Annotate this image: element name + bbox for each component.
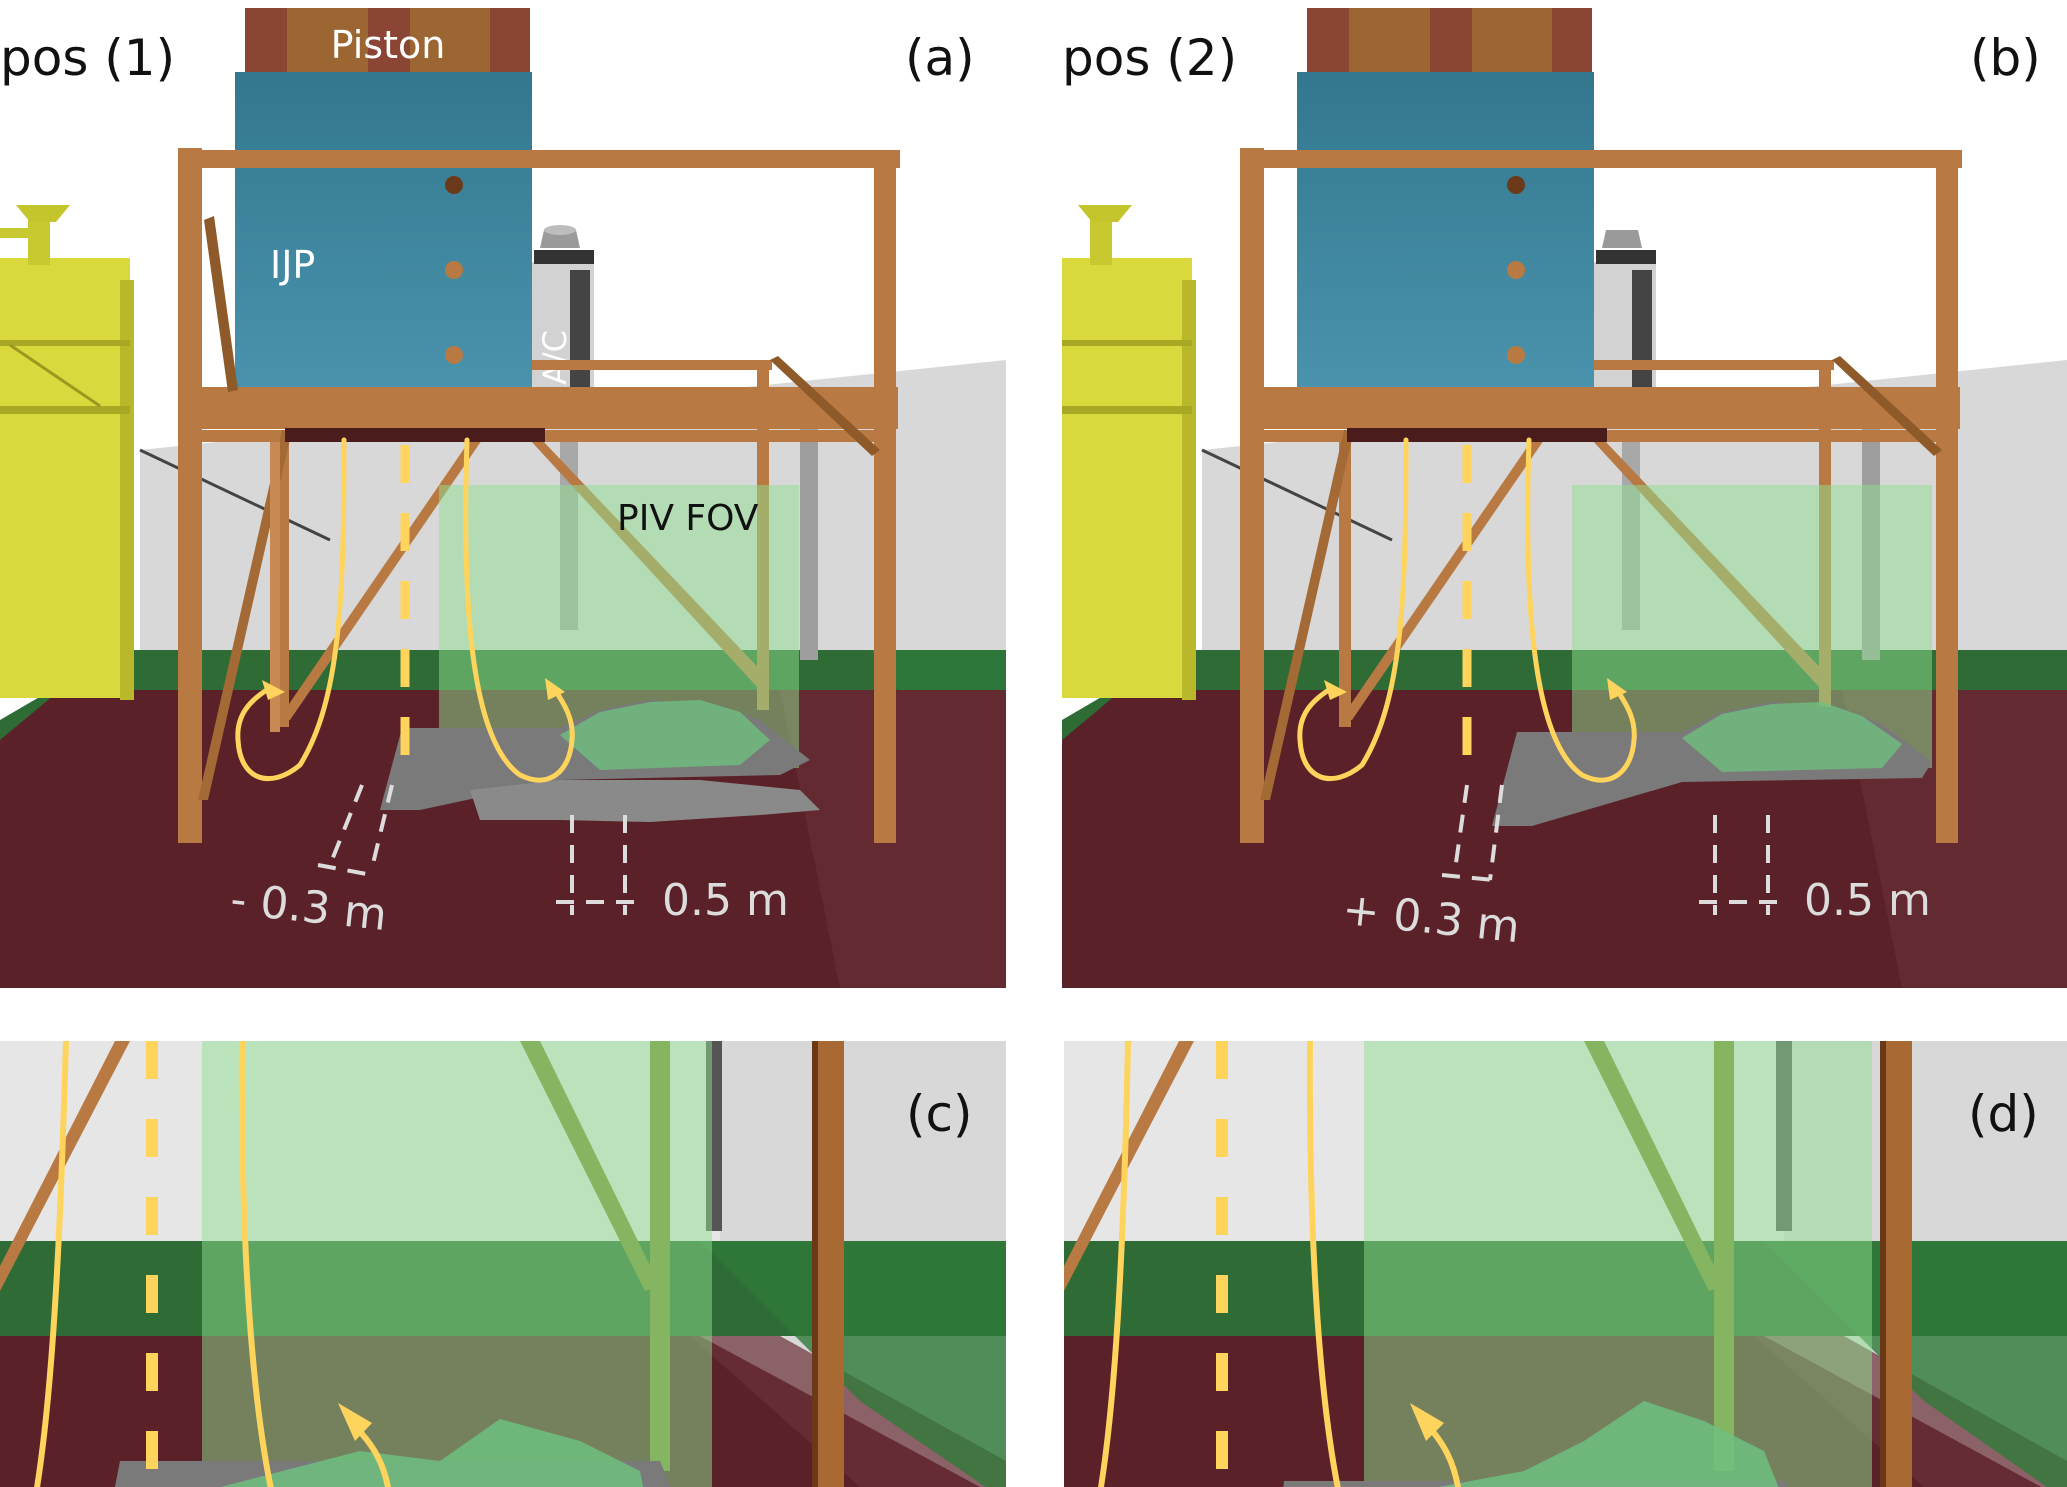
frame-post-edge (812, 1041, 818, 1487)
brace (0, 1041, 130, 1291)
flow-lines (1097, 1041, 1462, 1487)
flow-curve-right (1525, 437, 1637, 783)
frame-post (1886, 1041, 1912, 1487)
arrowhead-icon (338, 1403, 372, 1441)
support-post (800, 420, 818, 660)
panel-letter: (a) (905, 29, 975, 87)
width-dimension (556, 815, 640, 915)
port-hole (1507, 261, 1525, 279)
piston: Piston (245, 8, 530, 72)
panel-d: (d) (1064, 1041, 2067, 1487)
arrowhead-icon (1324, 680, 1347, 700)
piv-fov-label: PIV FOV (617, 498, 759, 539)
panel-letter: (c) (906, 1085, 973, 1143)
ijp-tank: IJP (235, 72, 532, 390)
width-dimension (1699, 815, 1783, 915)
brace (1064, 1041, 1194, 1291)
flow-curve-right (238, 1041, 391, 1487)
port-hole (1507, 176, 1525, 194)
green-floor-right (700, 1241, 1006, 1487)
panel-c: (c) (0, 1041, 1006, 1487)
topography (1283, 1401, 1788, 1487)
position-label: pos (2) (1062, 29, 1237, 87)
panel-letter: (d) (1968, 1085, 2039, 1143)
arrowhead-icon (545, 678, 565, 700)
panel-a-scene: Piston IJP A/C (0, 0, 1006, 988)
port-hole (445, 346, 463, 364)
flow-curve-left (235, 437, 347, 782)
offset-dimension (317, 784, 394, 877)
wall-edge-line (139, 448, 331, 542)
flow-curve-right (463, 437, 575, 783)
flow-curve-right (1306, 1041, 1462, 1487)
ijp-label: IJP (270, 243, 315, 287)
port-hole (1507, 346, 1525, 364)
topography (1492, 702, 1932, 826)
arrowhead-icon (1607, 678, 1627, 700)
flow-curve-left (1097, 1041, 1131, 1487)
port-hole (445, 176, 463, 194)
flow-lines (34, 1041, 391, 1487)
frame-post-edge (1880, 1041, 1886, 1487)
red-floor-shade (690, 1336, 1006, 1487)
piston (1307, 8, 1592, 72)
tank-underside (1347, 428, 1607, 442)
offset-dimension (1441, 784, 1504, 882)
panel-d-scene: (d) (1064, 1041, 2067, 1487)
flow-curve-left (1297, 437, 1409, 782)
width-label: 0.5 m (662, 875, 789, 926)
panel-b-scene: + 0.3 m 0.5 m pos (2) (b) (1062, 0, 2067, 988)
flow-lines (1297, 437, 1637, 783)
flow-lines (235, 437, 575, 783)
panel-letter: (b) (1970, 29, 2041, 87)
piv-fov-plane (1364, 1041, 1872, 1487)
position-label: pos (1) (0, 29, 175, 87)
piston-label: Piston (331, 23, 446, 67)
arrowhead-icon (262, 680, 285, 700)
ac-label: A/C (536, 330, 574, 385)
yellow-structure (0, 205, 134, 700)
panel-a: Piston IJP A/C (0, 0, 1006, 988)
width-label: 0.5 m (1804, 875, 1931, 926)
wall-edge-line (1201, 448, 1393, 542)
yellow-structure (1062, 205, 1196, 700)
panel-b: + 0.3 m 0.5 m pos (2) (b) (1062, 0, 2067, 988)
port-hole (445, 261, 463, 279)
tank-underside (285, 428, 545, 442)
topography (380, 700, 820, 822)
topography (114, 1419, 671, 1487)
panel-c-scene: (c) (0, 1041, 1006, 1487)
ijp-tank (1297, 72, 1594, 390)
piv-fov-plane (202, 1041, 712, 1487)
flow-curve-left (34, 1041, 69, 1487)
arrowhead-icon (1410, 1403, 1444, 1441)
frame-post (818, 1041, 844, 1487)
